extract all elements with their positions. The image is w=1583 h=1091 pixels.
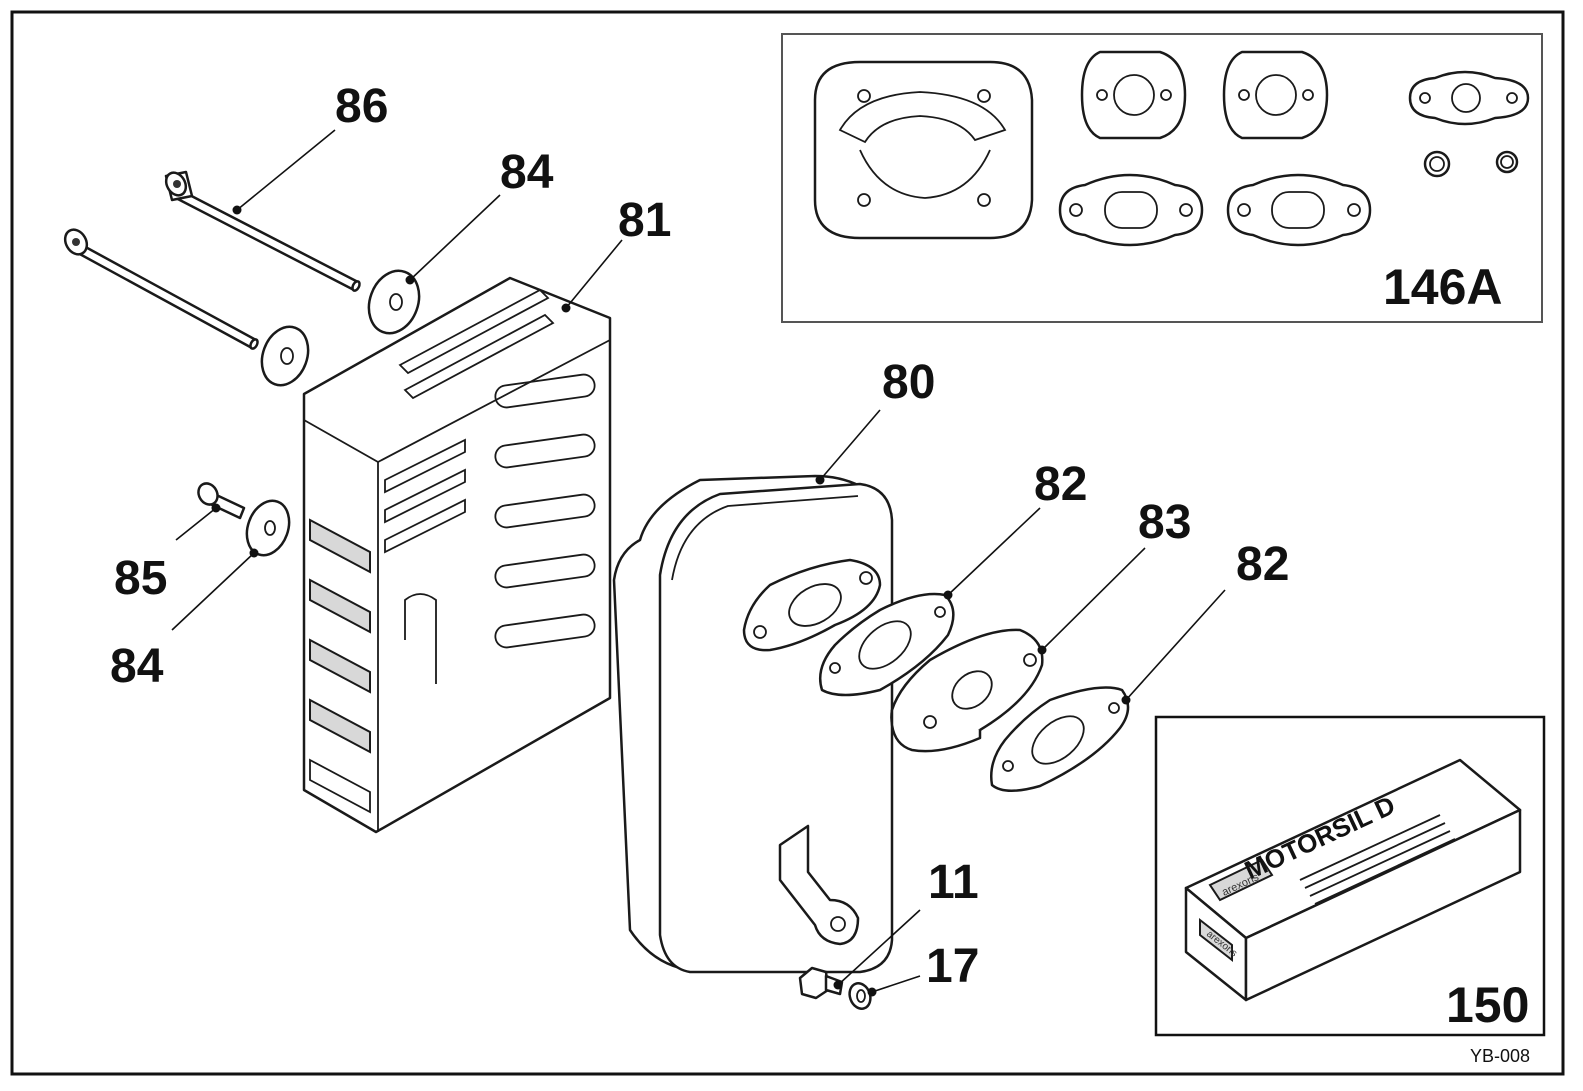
carburetor-gasket <box>1408 70 1530 126</box>
washer-upper <box>367 269 421 335</box>
callout-82-a: 82 <box>1034 458 1087 511</box>
washer-lower <box>245 499 291 557</box>
sealant-package: MOTORSIL D arexons arexons <box>1184 758 1522 1002</box>
callout-82-b: 82 <box>1236 538 1289 591</box>
gasket-outer <box>990 686 1130 792</box>
exhaust-gasket-2 <box>1226 173 1372 247</box>
cylinder-gasket <box>813 60 1034 240</box>
exhaust-gasket-1 <box>1058 173 1204 247</box>
long-bolt-lower <box>63 228 259 350</box>
gasket-kit-box: 146A <box>781 33 1543 323</box>
drawing-reference: YB-008 <box>1470 1046 1530 1066</box>
callout-80: 80 <box>882 356 935 409</box>
seal-rings <box>1423 150 1519 178</box>
callout-84-top: 84 <box>500 146 554 199</box>
callout-83: 83 <box>1138 496 1191 549</box>
intake-gasket-2 <box>1222 50 1329 140</box>
sealant-kit-label: 150 <box>1446 977 1529 1033</box>
long-bolt-upper <box>164 170 361 292</box>
muffler <box>612 474 894 974</box>
short-screw <box>197 482 246 520</box>
callout-84-bottom: 84 <box>110 640 164 693</box>
gasket-kit-label: 146A <box>1383 259 1503 315</box>
callout-labels: 86 84 81 80 82 83 82 85 84 11 17 <box>110 80 1289 993</box>
intake-gasket-1 <box>1080 50 1187 140</box>
sealant-kit-box: MOTORSIL D arexons arexons 150 <box>1154 715 1546 1037</box>
callout-17: 17 <box>926 940 979 993</box>
leader-lines <box>171 129 1226 997</box>
heat-shield <box>302 276 612 834</box>
lock-washer <box>848 982 872 1010</box>
washer-middle <box>260 325 310 387</box>
drawing-frame <box>10 10 1565 1076</box>
callout-86: 86 <box>335 80 388 133</box>
spacer <box>890 628 1044 753</box>
callout-85: 85 <box>114 552 167 605</box>
callout-81: 81 <box>618 194 671 247</box>
callout-11: 11 <box>928 856 979 909</box>
